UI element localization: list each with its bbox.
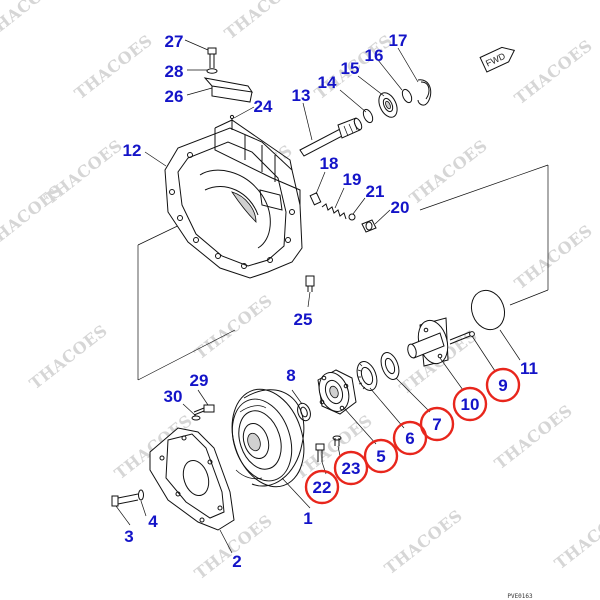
label-22: 22 — [313, 478, 332, 497]
label-5: 5 — [376, 447, 385, 466]
highlight-ring-10 — [452, 386, 488, 422]
washer-4 — [138, 489, 144, 501]
label-4: 4 — [148, 512, 158, 531]
plug-18 — [309, 192, 322, 206]
plug-20 — [361, 219, 377, 233]
label-16: 16 — [365, 46, 384, 65]
part-labels: 1 2 3 4 5 6 7 8 9 10 11 12 13 14 15 16 1… — [123, 31, 538, 571]
label-12: 12 — [123, 141, 142, 160]
label-20: 20 — [391, 198, 410, 217]
watermark: THACOES — [381, 506, 466, 578]
watermark: THACOES — [491, 401, 576, 473]
label-10: 10 — [461, 395, 480, 414]
label-29: 29 — [190, 371, 209, 390]
plug-25 — [305, 275, 315, 292]
label-27: 27 — [165, 32, 184, 51]
watermark: THACOES — [0, 0, 66, 43]
highlight-ring-22 — [304, 469, 340, 505]
label-23: 23 — [342, 459, 361, 478]
reference-code: PVE0163 — [507, 593, 533, 600]
label-7: 7 — [432, 415, 441, 434]
bolt-29 — [193, 404, 215, 416]
highlight-circles — [304, 367, 521, 505]
bracket-26 — [203, 77, 254, 103]
highlight-ring-9 — [485, 367, 521, 403]
watermark: THACOES — [511, 221, 596, 293]
label-9: 9 — [498, 376, 507, 395]
drive-plate-2 — [149, 427, 235, 531]
highlight-ring-5 — [363, 438, 399, 474]
fwd-direction-tag: FWD — [479, 46, 516, 73]
highlight-ring-23 — [333, 450, 369, 486]
bolt-22 — [315, 443, 325, 462]
label-13: 13 — [292, 86, 311, 105]
bolt-27 — [207, 47, 217, 68]
label-17: 17 — [389, 31, 408, 50]
watermark: THACOES — [191, 291, 276, 363]
bolt-3 — [111, 493, 139, 507]
spring-19 — [321, 203, 347, 220]
flywheel-housing — [164, 119, 303, 279]
watermark: THACOES — [221, 0, 306, 43]
label-26: 26 — [165, 87, 184, 106]
snap-ring-17 — [417, 79, 432, 106]
washer-23 — [332, 435, 342, 446]
label-18: 18 — [320, 154, 339, 173]
bearing-7 — [380, 352, 400, 380]
label-28: 28 — [165, 62, 184, 81]
label-2: 2 — [232, 552, 241, 571]
watermark: THACOES — [26, 321, 111, 393]
watermark: THACOES — [511, 36, 596, 108]
pin-24 — [229, 114, 235, 130]
ball-21 — [348, 213, 356, 221]
label-24: 24 — [254, 97, 273, 116]
bearing-15 — [378, 92, 398, 118]
label-1: 1 — [303, 509, 312, 528]
bolt-9 — [449, 331, 475, 345]
watermark: THACOES — [406, 136, 491, 208]
assembly-outline — [137, 164, 549, 381]
label-25: 25 — [294, 310, 313, 329]
torque-converter-1 — [231, 388, 305, 488]
highlight-ring-7 — [419, 406, 455, 442]
label-11: 11 — [520, 359, 538, 378]
label-3: 3 — [124, 527, 133, 546]
label-6: 6 — [405, 429, 414, 448]
gear-6 — [356, 361, 378, 391]
carrier-5 — [317, 369, 357, 415]
label-30: 30 — [164, 387, 183, 406]
leader-lines — [115, 39, 521, 554]
watermark: THACOES — [551, 501, 600, 573]
pump-shaft-10 — [407, 317, 449, 367]
shaft-13 — [299, 117, 363, 157]
gasket-11 — [470, 289, 506, 331]
label-15: 15 — [341, 59, 360, 78]
label-8: 8 — [286, 366, 295, 385]
highlight-ring-6 — [392, 420, 428, 456]
label-14: 14 — [318, 73, 337, 92]
watermark: THACOES — [0, 181, 66, 253]
label-19: 19 — [343, 170, 362, 189]
label-21: 21 — [366, 182, 385, 201]
washer-30 — [191, 415, 201, 421]
washer-16 — [401, 88, 413, 104]
watermark: THACOES — [71, 31, 156, 103]
ring-14 — [362, 108, 374, 124]
washer-28 — [206, 68, 218, 74]
